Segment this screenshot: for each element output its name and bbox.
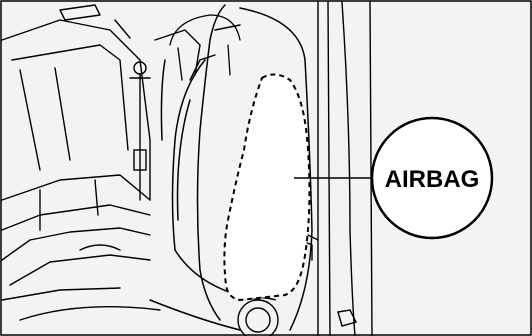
headrest xyxy=(170,15,240,80)
dashboard-window-area xyxy=(2,5,160,320)
airbag-label: AIRBAG xyxy=(385,166,480,193)
seat-adjust-knob xyxy=(238,298,278,336)
airbag-outline xyxy=(224,74,309,300)
